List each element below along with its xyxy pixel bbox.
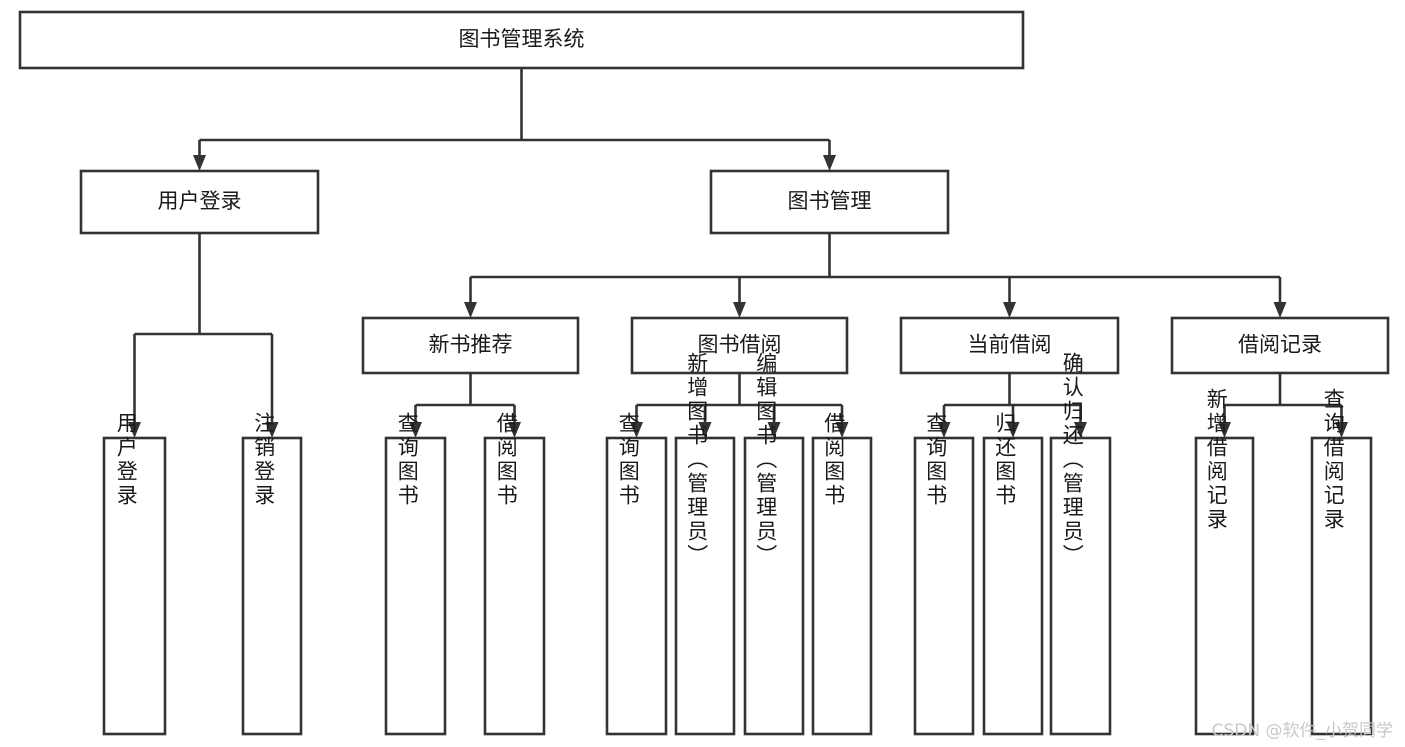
node-label: 借阅图书: [494, 412, 518, 508]
node-label: 用户登录: [158, 189, 242, 213]
node-l-user-login[interactable]: 用户登录: [102, 412, 167, 736]
connector-n_borrow_record: [1218, 373, 1348, 438]
node-label: 查询图书: [924, 412, 948, 508]
node-label: 查询借阅记录: [1321, 388, 1345, 532]
connector-n_book_mgmt: [464, 233, 1287, 318]
node-label: 新增借阅记录: [1204, 388, 1228, 532]
node-box: [913, 436, 975, 736]
connector-n_current_borrow: [937, 373, 1087, 438]
node-box: [743, 436, 805, 736]
connector-n_book_borrow: [630, 373, 849, 438]
node-l-add-book[interactable]: 新增图书（管理员）: [674, 352, 736, 736]
node-label: 查询图书: [616, 412, 640, 508]
node-l-query-book-1[interactable]: 查询图书: [384, 412, 447, 736]
node-l-edit-book[interactable]: 编辑图书（管理员）: [743, 352, 805, 736]
node-box: [899, 316, 1120, 375]
node-box: [1194, 436, 1255, 736]
connector-layer: [128, 68, 1348, 438]
node-label: 确认归还（管理员）: [1060, 352, 1084, 568]
node-label: 图书管理系统: [459, 27, 585, 51]
node-n-user-login[interactable]: 用户登录: [79, 169, 320, 235]
node-l-confirm-return[interactable]: 确认归还（管理员）: [1049, 352, 1112, 736]
node-l-add-record[interactable]: 新增借阅记录: [1194, 388, 1255, 736]
node-label: 查询图书: [395, 412, 419, 508]
node-l-query-book-2[interactable]: 查询图书: [605, 412, 668, 736]
node-l-borrow-book-1[interactable]: 借阅图书: [483, 412, 546, 736]
connector-root: [193, 68, 836, 171]
node-box: [709, 169, 950, 235]
node-label: 当前借阅: [968, 333, 1052, 357]
node-label: 编辑图书（管理员）: [754, 352, 778, 568]
node-l-query-record[interactable]: 查询借阅记录: [1310, 388, 1373, 736]
node-n-book-borrow[interactable]: 图书借阅: [630, 316, 849, 375]
node-n-current-borrow[interactable]: 当前借阅: [899, 316, 1120, 375]
node-label: 图书管理: [788, 189, 872, 213]
node-box: [361, 316, 580, 375]
node-box: [1049, 436, 1112, 736]
node-box: [674, 436, 736, 736]
node-label: 借阅记录: [1238, 333, 1322, 357]
node-label: 新书推荐: [429, 333, 513, 357]
node-label: 归还图书: [993, 412, 1017, 508]
node-root[interactable]: 图书管理系统: [18, 10, 1025, 70]
node-box: [1310, 436, 1373, 736]
node-box: [79, 169, 320, 235]
node-box: [483, 436, 546, 736]
node-box: [630, 316, 849, 375]
node-label: 用户登录: [114, 412, 138, 508]
node-label: 借阅图书: [822, 412, 846, 508]
node-box: [605, 436, 668, 736]
node-box: [1170, 316, 1390, 375]
node-box: [241, 436, 303, 736]
node-layer: 图书管理系统用户登录图书管理新书推荐图书借阅当前借阅借阅记录用户登录注销登录查询…: [18, 10, 1390, 736]
node-n-borrow-record[interactable]: 借阅记录: [1170, 316, 1390, 375]
node-box: [18, 10, 1025, 70]
node-l-query-book-3[interactable]: 查询图书: [913, 412, 975, 736]
node-n-new-book-rec[interactable]: 新书推荐: [361, 316, 580, 375]
node-box: [102, 436, 167, 736]
node-label: 图书借阅: [698, 333, 782, 357]
node-label: 注销登录: [252, 412, 276, 508]
node-l-user-logout[interactable]: 注销登录: [241, 412, 303, 736]
connector-n_user_login: [128, 233, 279, 438]
node-box: [384, 436, 447, 736]
node-n-book-mgmt[interactable]: 图书管理: [709, 169, 950, 235]
node-box: [982, 436, 1044, 736]
node-box: [811, 436, 873, 736]
node-l-borrow-book-2[interactable]: 借阅图书: [811, 412, 873, 736]
node-l-return-book[interactable]: 归还图书: [982, 412, 1044, 736]
connector-n_new_book_rec: [409, 373, 521, 438]
node-label: 新增图书（管理员）: [685, 352, 709, 568]
